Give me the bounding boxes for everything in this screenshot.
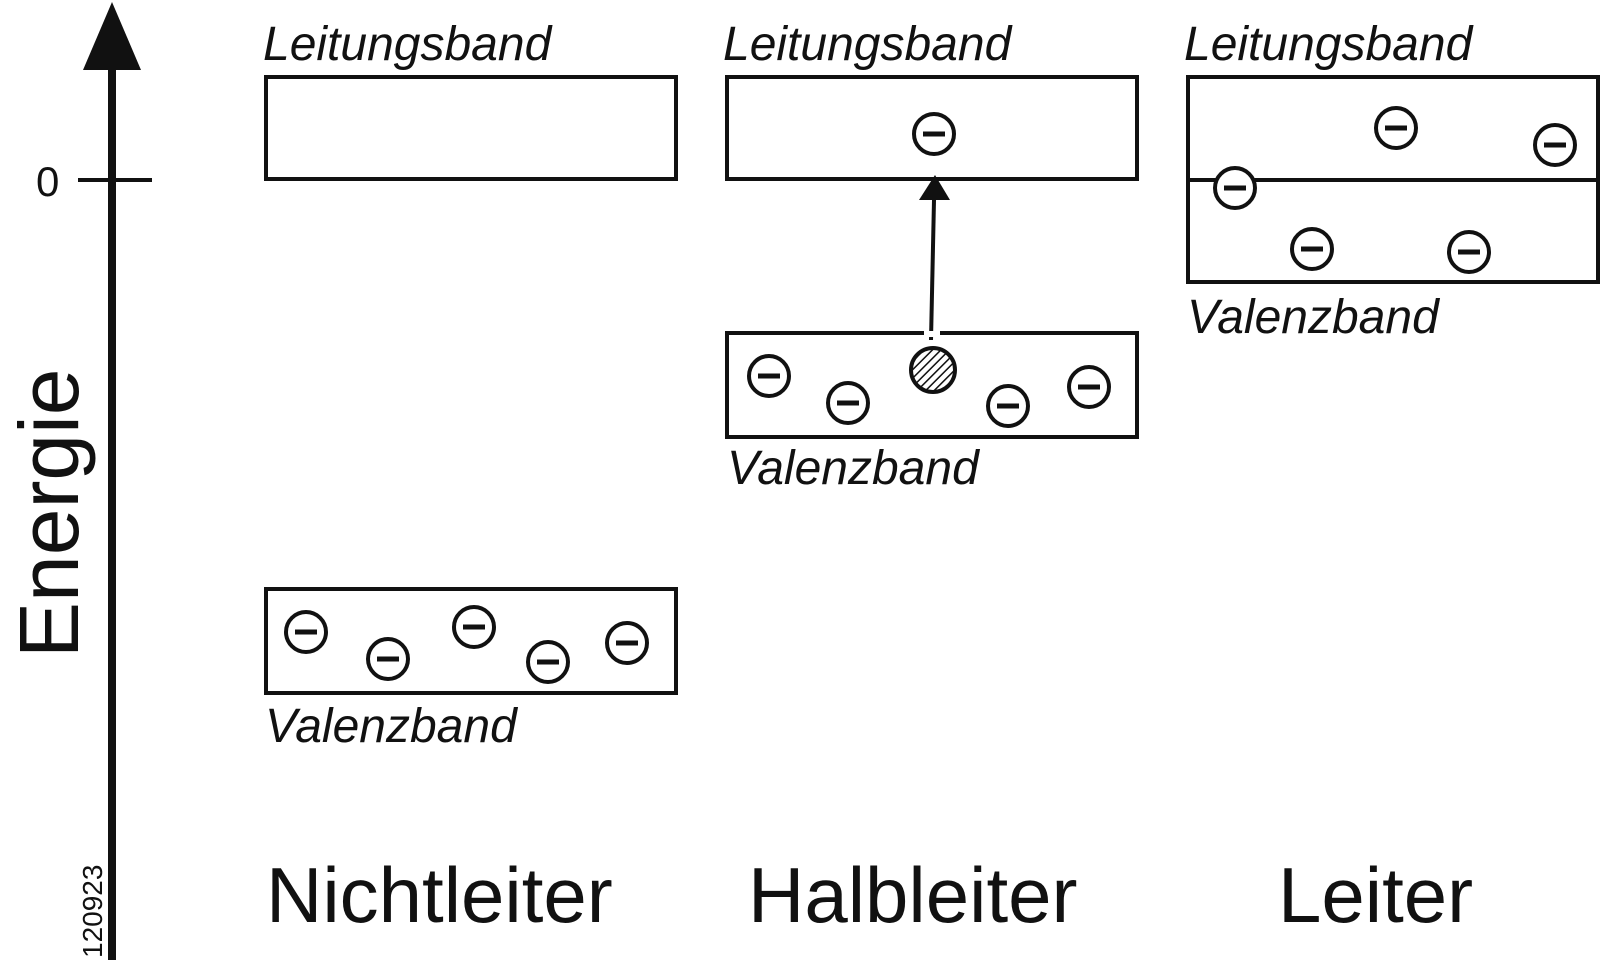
electron-icon (986, 384, 1030, 428)
electron-icon (826, 381, 870, 425)
column-title: Halbleiter (748, 851, 1077, 939)
electron-icon (452, 605, 496, 649)
electron-icon (1374, 106, 1418, 150)
electron-icon (284, 610, 328, 654)
conduction-band-label: Leitungsband (263, 18, 553, 71)
conduction-band-label: Leitungsband (723, 18, 1013, 71)
valence-band-label: Valenzband (1187, 291, 1440, 344)
electron-icon (747, 354, 791, 398)
arrow-gap (924, 331, 940, 337)
energy-axis-label: Energie (2, 368, 96, 658)
electron-icon (1533, 123, 1577, 167)
electron-icon (526, 640, 570, 684)
hole-icon (909, 346, 957, 394)
valence-band-label: Valenzband (265, 700, 518, 753)
electron-icon (912, 112, 956, 156)
conduction-band-label: Leitungsband (1184, 18, 1474, 71)
figure-id: 120923 (77, 865, 108, 958)
electron-icon (1447, 230, 1491, 274)
valence-band-label: Valenzband (727, 442, 980, 495)
column-nichtleiter: Leitungsband Valenzband Nichtleiter (263, 18, 678, 939)
electron-icon (605, 621, 649, 665)
energy-axis-arrow-icon (83, 2, 141, 70)
column-title: Leiter (1278, 851, 1473, 939)
valence-band (264, 587, 678, 695)
zero-label: 0 (36, 158, 59, 205)
electron-icon (1067, 365, 1111, 409)
electron-icon (1290, 227, 1334, 271)
conduction-band (725, 75, 1139, 181)
electron-icon (1213, 166, 1257, 210)
column-halbleiter: Leitungsband Valenzband Halbleiter (723, 18, 1139, 939)
electron-icon (366, 637, 410, 681)
column-leiter: Leitungsband Valenzband Leiter (1184, 18, 1600, 939)
conduction-band (264, 75, 678, 181)
column-title: Nichtleiter (266, 851, 613, 939)
excitation-arrow (929, 199, 936, 341)
excitation-arrow-head-icon (919, 175, 950, 200)
